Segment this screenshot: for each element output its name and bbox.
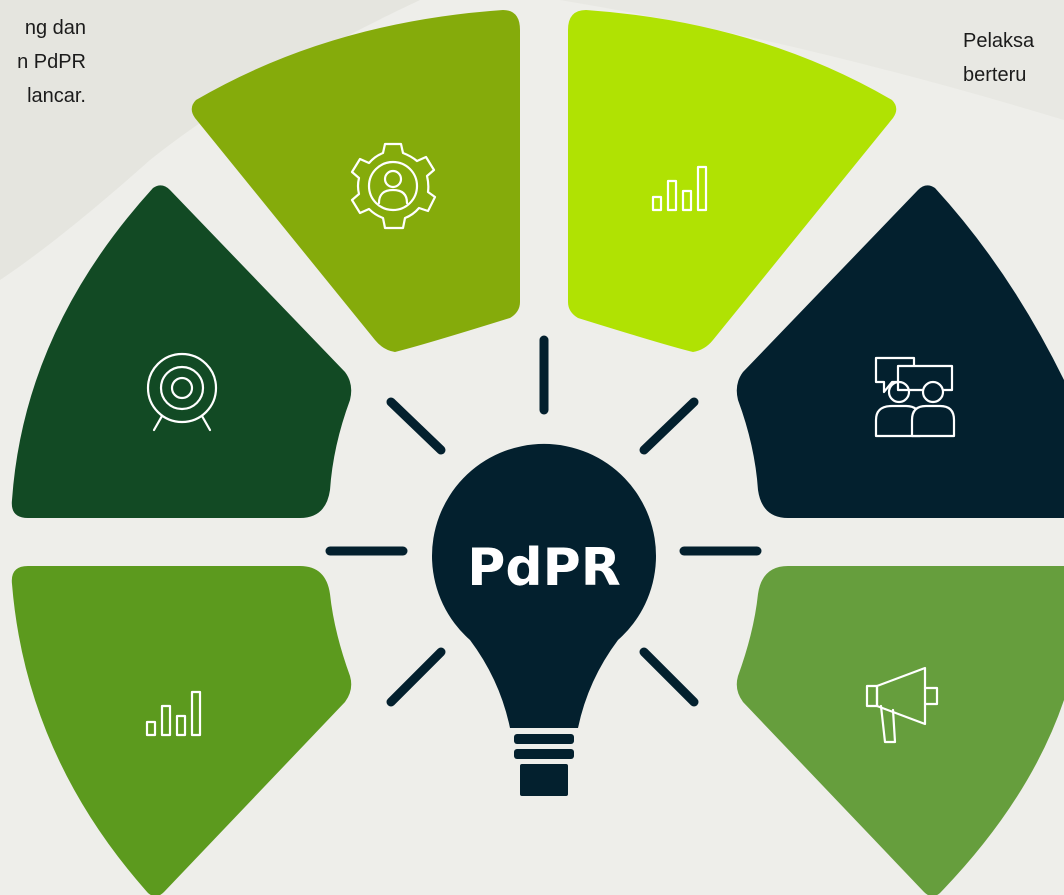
left-text-line-1: ng dan — [24, 17, 86, 39]
light-bulb-icon — [432, 443, 656, 796]
segment-mid-left[interactable] — [11, 185, 352, 518]
ray-top-right — [639, 397, 699, 455]
left-text-line-2: n PdPR — [17, 51, 86, 73]
bar-chart-icon — [651, 165, 708, 212]
right-text-line-1: Pelaksa — [963, 30, 1035, 52]
left-text-line-3: lancar. — [27, 85, 86, 107]
target-icon — [146, 352, 218, 432]
gear-person-icon — [350, 142, 437, 230]
right-text-line-2: berteru — [963, 64, 1027, 86]
segment-bottom-left[interactable] — [11, 566, 352, 895]
megaphone-icon — [865, 666, 939, 744]
ray-bottom-right — [639, 647, 699, 707]
bar-chart-icon-bottom — [145, 690, 202, 737]
segment-mid-right[interactable] — [736, 185, 1064, 518]
ray-bottom-left — [386, 647, 446, 707]
light-rays — [325, 335, 762, 707]
segment-bottom-right[interactable] — [736, 566, 1064, 895]
segment-top-right[interactable] — [568, 10, 897, 352]
left-description-text: ng dan n PdPR lancar. — [17, 11, 86, 113]
center-label: PdPR — [467, 538, 621, 598]
discussion-icon — [874, 356, 956, 438]
segment-top-left[interactable] — [191, 10, 520, 352]
right-description-text: Pelaksa berteru — [963, 24, 1034, 92]
ray-top-left — [386, 397, 446, 455]
